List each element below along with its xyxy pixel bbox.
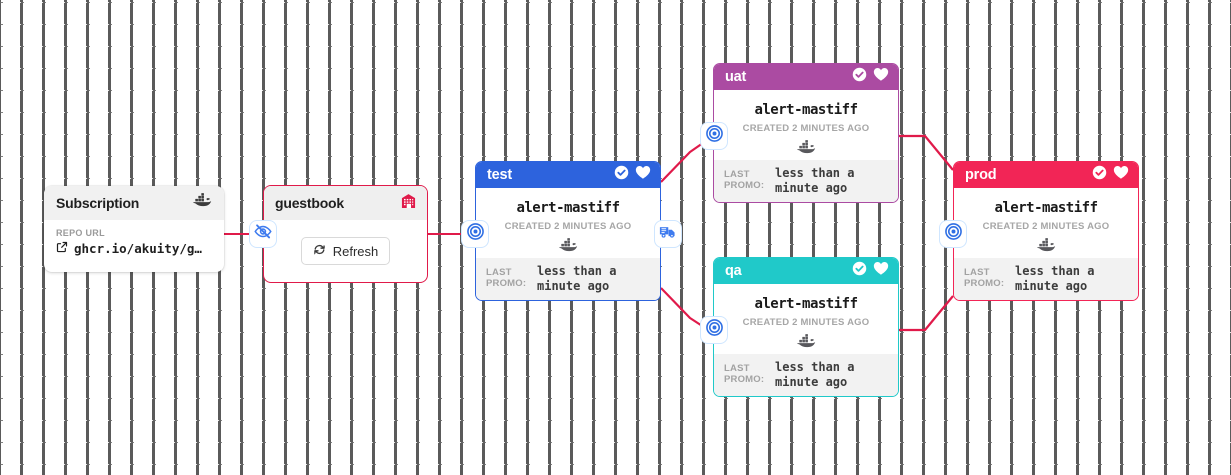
stage-node-qa[interactable]: qa alert-mastiff CREATED 2 MINUTES AGO L…: [713, 257, 899, 397]
stage-name-qa: qa: [725, 263, 742, 279]
warehouse-card-body: Refresh: [264, 220, 427, 282]
freight-id: alert-mastiff: [516, 200, 620, 216]
bullseye-icon: [705, 125, 723, 147]
stage-header-uat[interactable]: uat: [714, 64, 898, 90]
stage-freight-qa: alert-mastiff CREATED 2 MINUTES AGO: [714, 284, 898, 349]
heart-icon[interactable]: [635, 165, 651, 185]
stage-name-test: test: [487, 167, 512, 183]
heart-icon[interactable]: [873, 67, 889, 87]
stage-name-uat: uat: [725, 69, 747, 85]
freight-created: CREATED 2 MINUTES AGO: [742, 123, 870, 134]
docker-whale-icon: [484, 238, 652, 253]
stage-header-qa[interactable]: qa: [714, 258, 898, 284]
heart-icon[interactable]: [873, 261, 889, 281]
bullseye-icon: [705, 319, 723, 341]
hide-subscription-badge[interactable]: [249, 220, 277, 248]
freight-id: alert-mastiff: [754, 296, 858, 312]
promotion-badge-prod[interactable]: [939, 220, 967, 248]
stage-name-prod: prod: [965, 167, 997, 183]
stage-node-prod[interactable]: prod alert-mastiff CREATED 2 MINUTES AGO…: [953, 161, 1139, 301]
eye-slash-icon: [254, 223, 272, 245]
subscription-card-header: Subscription: [44, 186, 224, 220]
subscription-title: Subscription: [56, 195, 140, 211]
stage-last-promotion-prod: LAST PROMO: less than a minute ago: [954, 258, 1138, 300]
stage-last-promotion-test: LAST PROMO: less than a minute ago: [476, 258, 660, 300]
freight-created: CREATED 2 MINUTES AGO: [504, 221, 632, 232]
warehouse-card-guestbook[interactable]: guestbook: [263, 185, 428, 283]
docker-whale-icon: [722, 334, 890, 349]
docker-whale-icon: [722, 140, 890, 155]
freight-delivery-badge-test[interactable]: [654, 220, 682, 248]
docker-whale-icon: [962, 238, 1130, 253]
stage-last-promotion-uat: LAST PROMO: less than a minute ago: [714, 160, 898, 202]
refresh-button[interactable]: Refresh: [300, 237, 391, 265]
freight-created: CREATED 2 MINUTES AGO: [742, 317, 870, 328]
stage-freight-test: alert-mastiff CREATED 2 MINUTES AGO: [476, 188, 660, 253]
last-promo-value: less than a minute ago: [1015, 264, 1095, 293]
stage-node-test[interactable]: test alert-mastiff CREATED 2 MINUTES AGO…: [475, 161, 661, 301]
subscription-card[interactable]: Subscription REPO URL: [44, 186, 224, 272]
heart-icon[interactable]: [1113, 165, 1129, 185]
last-promo-value: less than a minute ago: [537, 264, 617, 293]
bullseye-icon: [466, 223, 484, 245]
stage-freight-prod: alert-mastiff CREATED 2 MINUTES AGO: [954, 188, 1138, 253]
stage-header-test[interactable]: test: [476, 162, 660, 188]
last-promo-value: less than a minute ago: [775, 166, 855, 195]
warehouse-icon: [401, 193, 416, 214]
freight-id: alert-mastiff: [994, 200, 1098, 216]
last-promo-label: LAST PROMO:: [724, 169, 765, 191]
last-promo-label: LAST PROMO:: [486, 267, 527, 289]
freight-created: CREATED 2 MINUTES AGO: [982, 221, 1110, 232]
bullseye-icon: [944, 223, 962, 245]
promotion-badge-qa[interactable]: [700, 316, 728, 344]
refresh-icon: [313, 243, 326, 259]
stage-freight-uat: alert-mastiff CREATED 2 MINUTES AGO: [714, 90, 898, 155]
stage-header-prod[interactable]: prod: [954, 162, 1138, 188]
promotion-badge-uat[interactable]: [700, 122, 728, 150]
repo-url-text: ghcr.io/akuity/g…: [74, 241, 202, 256]
refresh-button-label: Refresh: [332, 243, 379, 259]
freight-id: alert-mastiff: [754, 102, 858, 118]
last-promo-label: LAST PROMO:: [724, 363, 765, 385]
check-circle-icon[interactable]: [852, 67, 867, 87]
stage-node-uat[interactable]: uat alert-mastiff CREATED 2 MINUTES AGO …: [713, 63, 899, 203]
repo-url-row[interactable]: ghcr.io/akuity/g…: [56, 241, 212, 256]
truck-icon: [659, 224, 677, 244]
subscription-card-body: REPO URL ghcr.io/akuity/g…: [44, 220, 224, 256]
external-link-icon[interactable]: [56, 241, 68, 256]
repo-url-label: REPO URL: [56, 228, 105, 238]
warehouse-card-header: guestbook: [264, 186, 427, 220]
docker-whale-icon: [192, 193, 212, 213]
check-circle-icon[interactable]: [1092, 165, 1107, 185]
last-promo-label: LAST PROMO:: [964, 267, 1005, 289]
last-promo-value: less than a minute ago: [775, 360, 855, 389]
warehouse-title: guestbook: [275, 195, 344, 211]
check-circle-icon[interactable]: [852, 261, 867, 281]
stage-last-promotion-qa: LAST PROMO: less than a minute ago: [714, 354, 898, 396]
promotion-badge-test[interactable]: [461, 220, 489, 248]
check-circle-icon[interactable]: [614, 165, 629, 185]
